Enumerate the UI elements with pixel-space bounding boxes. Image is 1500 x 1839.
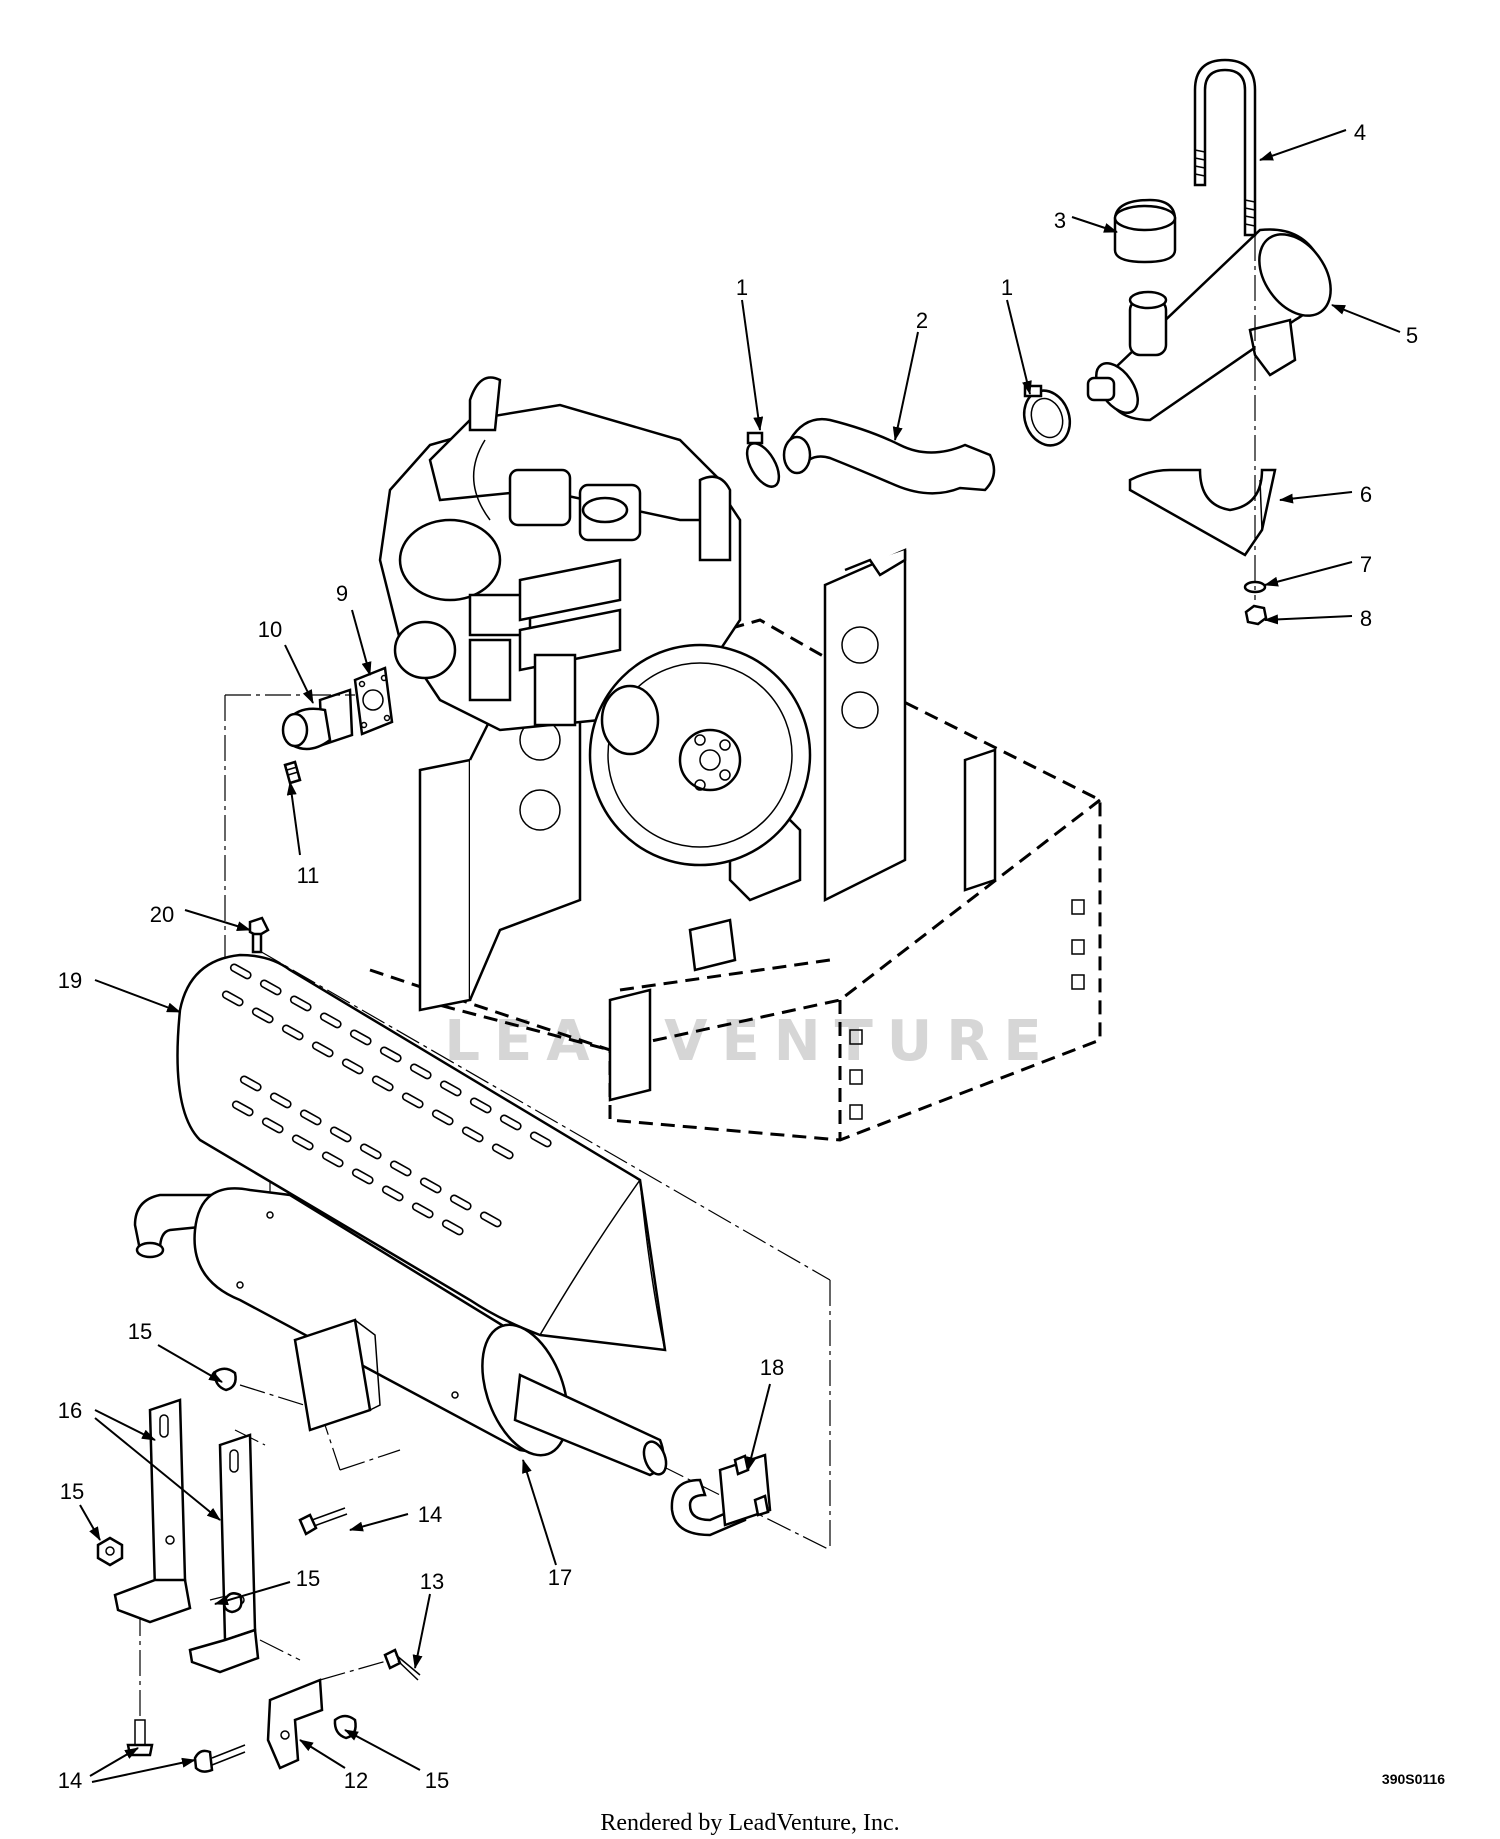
callout-leader	[892, 331, 919, 441]
callout-leader	[184, 909, 251, 931]
callout-leader	[1259, 129, 1347, 161]
air-intake-group	[745, 58, 1332, 626]
callout-leader	[94, 979, 181, 1013]
callout-number: 3	[1054, 208, 1066, 233]
callout-number: 9	[336, 581, 348, 606]
callout-number: 12	[344, 1768, 368, 1793]
callout-number: 19	[58, 968, 82, 993]
callout-number: 18	[760, 1355, 784, 1380]
mounting-hardware	[96, 1367, 421, 1773]
callout-leader	[1071, 216, 1118, 233]
callout-number: 20	[150, 902, 174, 927]
callout-number: 1	[1001, 275, 1013, 300]
callout-leader	[1279, 491, 1353, 504]
callout-number: 13	[420, 1569, 444, 1594]
callout-leader	[284, 644, 314, 704]
callout-leader	[91, 1757, 196, 1783]
callout-leader	[94, 1409, 156, 1441]
callout-leader	[157, 1344, 223, 1383]
exhaust-flange-group	[224, 666, 394, 1000]
callout-leader	[412, 1593, 431, 1669]
callout-number: 8	[1360, 606, 1372, 631]
callout-number: 16	[58, 1398, 82, 1423]
callout-number: 14	[418, 1502, 442, 1527]
muffler	[133, 1187, 668, 1477]
heat-shield-slots	[221, 963, 552, 1236]
callout-leader	[349, 1513, 409, 1532]
callout-leader	[344, 1729, 421, 1771]
callout-leader	[1264, 614, 1353, 625]
engine-frame	[369, 548, 1102, 1142]
callout-leader	[741, 299, 764, 431]
callout-number: 17	[548, 1565, 572, 1590]
callout-leader	[94, 1417, 221, 1521]
callout-number: 6	[1360, 482, 1372, 507]
callout-leader	[522, 1459, 557, 1566]
callout-leader	[746, 1383, 771, 1471]
callout-number: 14	[58, 1768, 82, 1793]
callout-leader	[89, 1747, 139, 1777]
footer-text: Rendered by LeadVenture, Inc.	[600, 1810, 899, 1836]
heat-shield	[176, 916, 667, 1352]
callout-leader	[351, 609, 372, 676]
callout-number: 4	[1354, 120, 1366, 145]
callout-number: 15	[60, 1479, 84, 1504]
callout-number: 15	[296, 1566, 320, 1591]
callout-leader	[214, 1581, 291, 1606]
callout-leader	[1331, 304, 1401, 333]
muffler-clamp	[670, 1453, 772, 1537]
callout-number: 15	[128, 1319, 152, 1344]
diagram-code: 390S0116	[1382, 1771, 1445, 1787]
callout-number: 15	[425, 1768, 449, 1793]
callout-leader	[1264, 561, 1353, 587]
callout-number: 7	[1360, 552, 1372, 577]
callout-number: 11	[297, 863, 320, 888]
callout-number: 1	[736, 275, 748, 300]
callout-number: 5	[1406, 323, 1418, 348]
engine	[378, 376, 812, 867]
callout-number: 2	[916, 308, 928, 333]
callout-leader	[299, 1739, 346, 1769]
callout-number: 10	[258, 617, 282, 642]
callout-leader	[79, 1504, 101, 1541]
callout-leader	[1006, 299, 1032, 395]
callout-leader	[286, 781, 301, 856]
